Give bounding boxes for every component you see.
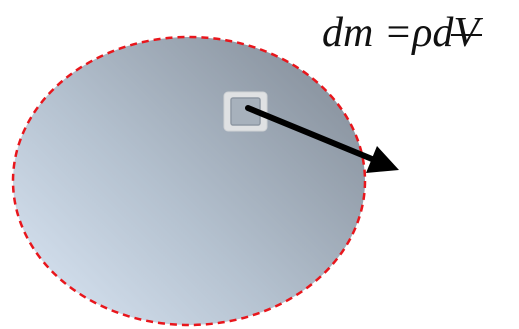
material-region	[11, 35, 367, 327]
volume-element-icon	[223, 91, 268, 132]
equation-rho: ρ	[412, 10, 433, 56]
equation-left: dm =	[322, 10, 413, 56]
mass-density-equation: dm =ρdV	[322, 6, 482, 60]
outward-arrow-icon	[245, 105, 399, 173]
equation-d: d	[432, 10, 454, 56]
equation-volume: V	[451, 6, 482, 60]
